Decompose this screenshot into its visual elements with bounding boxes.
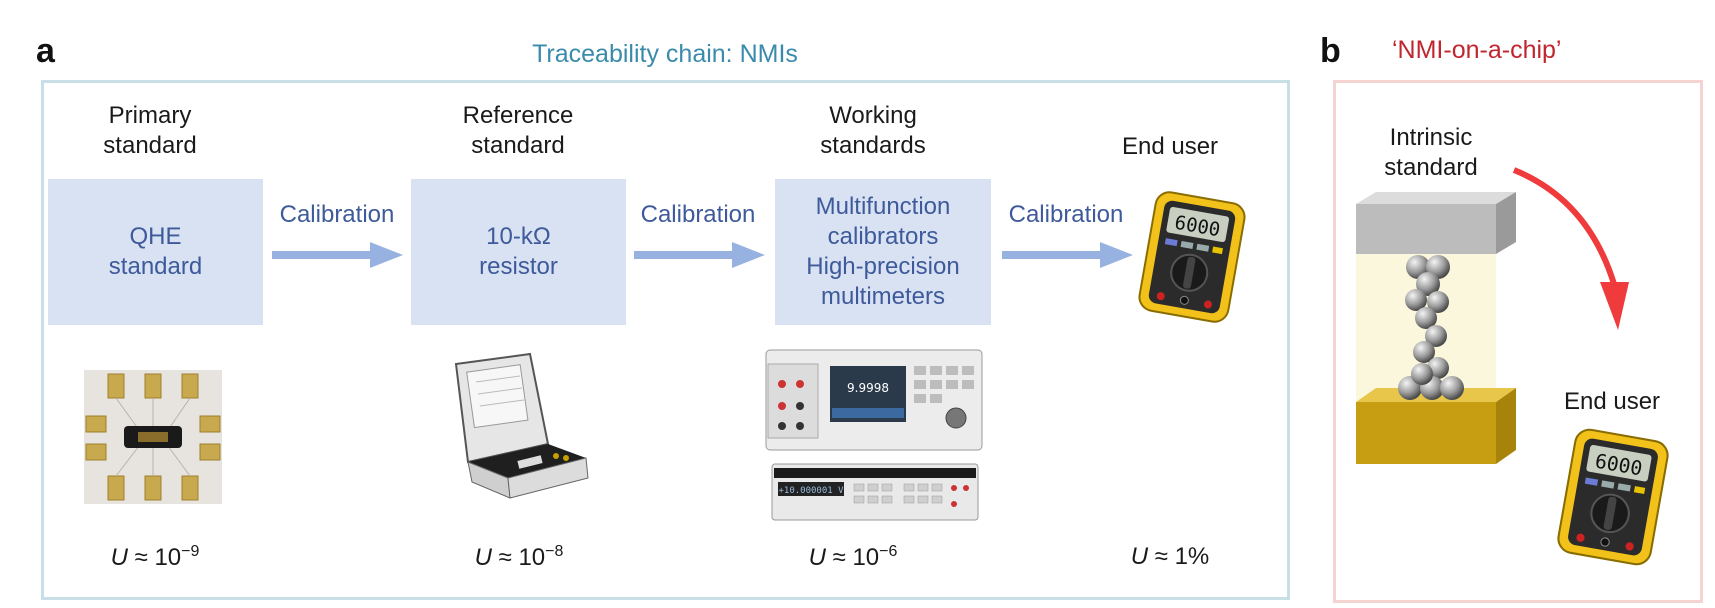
uncertainty-reference: U ≈ 10−8 [474,543,564,571]
panel-b-letter: b [1320,32,1341,70]
calibrator-multimeter-photo: 9.9998 +10.000001 V [765,349,983,521]
uncertainty-working: U ≈ 10−6 [808,543,898,571]
calibration-label-3: Calibration [1008,201,1124,228]
panel-a-title: Traceability chain: NMIs [532,40,798,68]
end-user-label-b: End user [1563,388,1661,415]
calibration-arrow-3 [1002,242,1133,268]
svg-text:9.9998: 9.9998 [847,381,889,395]
multimeter-icon-b: 6000 [1557,428,1669,566]
stage-4-label: End user [1121,133,1219,160]
panel-b-title: ‘NMI-on-a-chip’ [1392,36,1562,64]
svg-text:+10.000001 V: +10.000001 V [778,486,844,496]
red-curved-arrow [1512,167,1629,330]
calibration-label-1: Calibration [279,201,395,228]
calibration-arrow-2 [634,242,765,268]
calibration-arrow-1 [272,242,403,268]
panel-b-frame [1333,80,1703,603]
resistor-case-photo [454,352,589,499]
panel-a-letter: a [36,32,55,70]
uncertainty-end-user: U ≈ 1% [1130,543,1210,570]
uncertainty-primary: U ≈ 10−9 [110,543,200,571]
panel-a-frame [41,80,1290,600]
multimeter-icon: 6000 [1138,191,1246,323]
qhe-chip-photo [84,370,222,504]
atomic-contact-illustration [1356,192,1516,464]
calibration-label-2: Calibration [640,201,756,228]
